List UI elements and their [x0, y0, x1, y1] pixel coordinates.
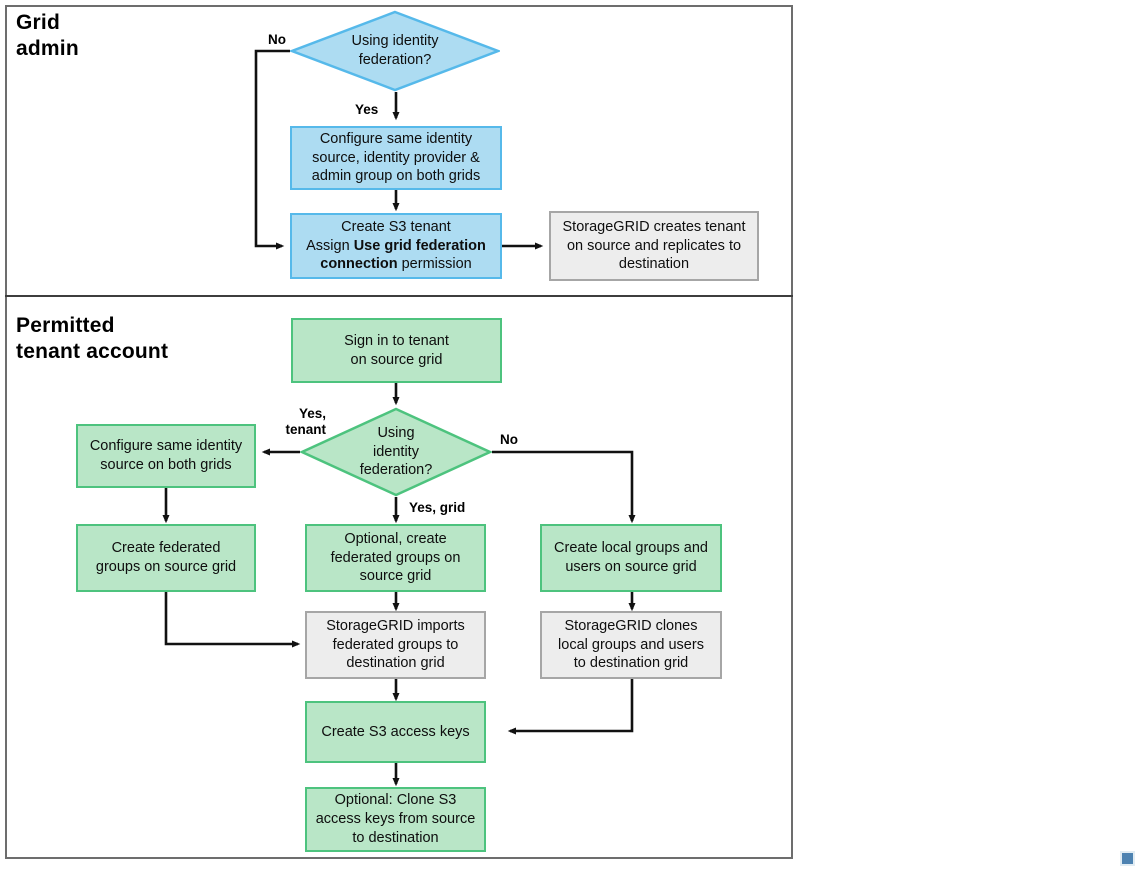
- node-configure-same-identity-tenant[interactable]: Configure same identity source on both g…: [76, 424, 256, 488]
- node-storagegrid-imports-label: StorageGRID imports federated groups to …: [326, 617, 465, 672]
- node-storagegrid-clones-label: StorageGRID clones local groups and user…: [558, 617, 704, 672]
- create-s3-tenant-permission-bold-b: connection: [320, 256, 398, 273]
- node-optional-create-federated-groups-label: Optional, create federated groups on sou…: [330, 530, 461, 585]
- node-optional-create-federated-groups[interactable]: Optional, create federated groups on sou…: [305, 524, 486, 592]
- edge-label-grid-no: No: [268, 32, 286, 47]
- corner-artifact-icon: [1120, 851, 1135, 866]
- node-configure-same-identity-admin[interactable]: Configure same identity source, identity…: [290, 126, 502, 190]
- create-s3-tenant-assign-text: Assign: [306, 237, 354, 254]
- create-s3-tenant-line-1: Create S3 tenant: [341, 218, 451, 235]
- lane-divider: [5, 295, 793, 297]
- decision-grid-identity-federation[interactable]: Using identity federation?: [290, 10, 500, 92]
- decision-tenant-label: Using identity federation?: [359, 424, 433, 479]
- node-optional-clone-s3-keys[interactable]: Optional: Clone S3 access keys from sour…: [305, 787, 486, 852]
- create-s3-tenant-line-2: Assign Use grid federation: [298, 237, 494, 256]
- node-create-local-groups-label: Create local groups and users on source …: [554, 540, 708, 575]
- node-storagegrid-imports: StorageGRID imports federated groups to …: [305, 611, 486, 679]
- node-create-local-groups[interactable]: Create local groups and users on source …: [540, 524, 722, 592]
- node-create-federated-groups-label: Create federated groups on source grid: [95, 540, 237, 575]
- lane-title-permitted-tenant: Permitted tenant account: [16, 314, 169, 363]
- node-create-s3-access-keys[interactable]: Create S3 access keys: [305, 701, 486, 763]
- lane-title-grid-admin: Grid admin: [16, 11, 79, 60]
- node-configure-same-identity-tenant-label: Configure same identity source on both g…: [89, 438, 243, 473]
- node-create-s3-tenant[interactable]: Create S3 tenant Assign Use grid federat…: [290, 213, 502, 279]
- node-sign-in-to-tenant-label: Sign in to tenant on source grid: [344, 332, 449, 368]
- edge-label-tenant-no: No: [500, 432, 518, 447]
- decision-tenant-identity-federation[interactable]: Using identity federation?: [300, 407, 492, 497]
- node-storagegrid-creates-tenant-label: StorageGRID creates tenant on source and…: [562, 218, 746, 273]
- edge-label-tenant-yes-tenant: Yes, tenant: [285, 406, 327, 438]
- create-s3-tenant-permission-bold-a: Use grid federation: [353, 237, 486, 254]
- node-storagegrid-creates-tenant: StorageGRID creates tenant on source and…: [549, 211, 759, 281]
- create-s3-tenant-line-3: connection permission: [298, 255, 494, 274]
- node-configure-same-identity-admin-label: Configure same identity source, identity…: [311, 130, 481, 185]
- node-sign-in-to-tenant[interactable]: Sign in to tenant on source grid: [291, 318, 502, 383]
- node-create-s3-access-keys-label: Create S3 access keys: [321, 723, 470, 740]
- edge-label-grid-yes: Yes: [355, 102, 379, 117]
- node-storagegrid-clones: StorageGRID clones local groups and user…: [540, 611, 722, 679]
- diamond-shape-green: [300, 407, 492, 497]
- diamond-shape-blue: [290, 10, 500, 92]
- node-optional-clone-s3-keys-label: Optional: Clone S3 access keys from sour…: [315, 792, 476, 846]
- lane-frame: [5, 5, 793, 859]
- node-create-s3-tenant-label: Create S3 tenant Assign Use grid federat…: [298, 218, 494, 275]
- create-s3-tenant-permission-text: permission: [397, 256, 472, 273]
- decision-grid-label: Using identity federation?: [351, 33, 439, 68]
- edge-label-tenant-yes-grid: Yes, grid: [409, 500, 466, 515]
- node-create-federated-groups[interactable]: Create federated groups on source grid: [76, 524, 256, 592]
